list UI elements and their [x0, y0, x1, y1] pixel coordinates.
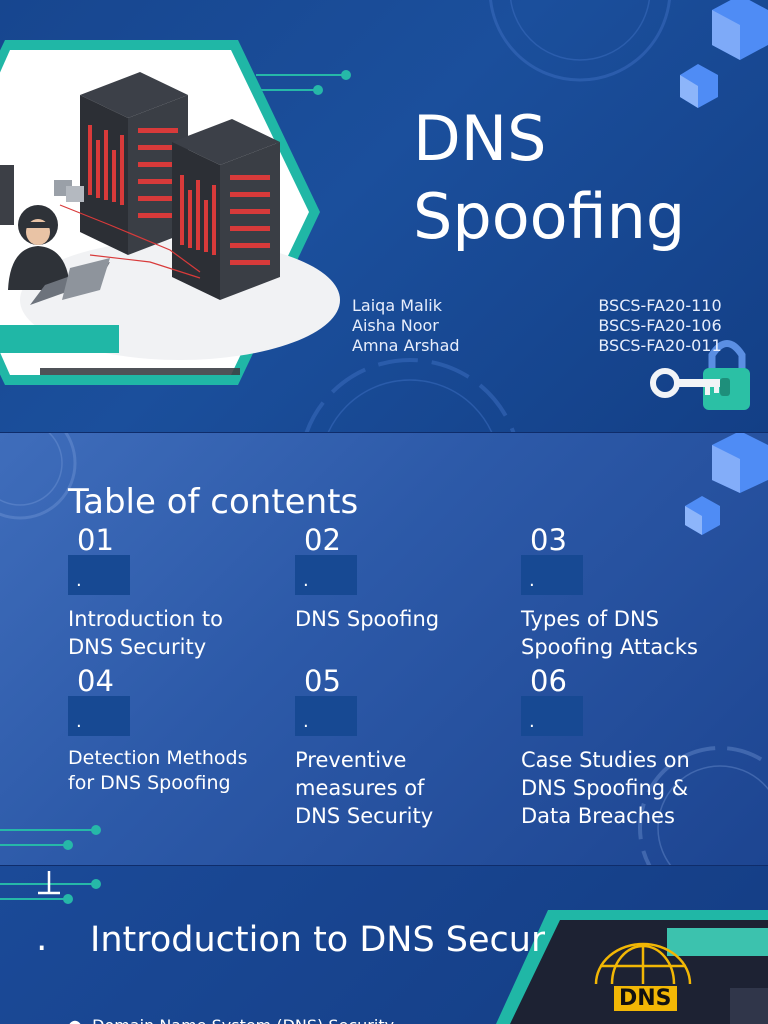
toc-label: DNS Spoofing	[295, 607, 440, 631]
toc-item-01[interactable]: 01 . Introduction to DNS Security	[68, 523, 268, 661]
author-names: Laiqa Malik Aisha Noor Amna Arshad	[352, 296, 460, 356]
toc-label: Case Studies on DNS Spoofing & Data Brea…	[521, 748, 690, 828]
section-title: Introduction to DNS Security	[90, 920, 545, 960]
toc-label: Detection Methods for DNS Spoofing	[68, 747, 248, 794]
dns-badge: DNS	[614, 986, 677, 1011]
server-rack-icon	[80, 72, 188, 255]
author-ids: BSCS-FA20-110 BSCS-FA20-106 BSCS-FA20-01…	[590, 296, 730, 356]
bullet-text: Domain Name System (DNS) Security	[92, 1016, 394, 1024]
title-slide-decoration	[0, 0, 768, 432]
toc-number-box: .	[295, 555, 357, 595]
author-id: BSCS-FA20-110	[598, 296, 722, 315]
title-line-2: Spoofing	[413, 180, 686, 253]
toc-label: Preventive measures of DNS Security	[295, 748, 434, 828]
toc-number: 01	[77, 523, 114, 557]
globe-icon	[594, 942, 692, 1024]
toc-item-02[interactable]: 02 . DNS Spoofing	[295, 523, 495, 633]
hacker-icon	[8, 205, 110, 305]
table-of-contents-slide: Table of contents 01 . Introduction to D…	[0, 433, 768, 865]
toc-heading: Table of contents	[68, 482, 359, 522]
toc-label: Introduction to DNS Security	[68, 607, 223, 659]
toc-item-06[interactable]: 06 . Case Studies on DNS Spoofing & Data…	[521, 664, 711, 830]
toc-number-box: .	[68, 555, 130, 595]
presentation-title: DNS Spoofing	[413, 100, 685, 256]
toc-label: Types of DNS Spoofing Attacks	[521, 607, 698, 659]
intro-bullet: ● Domain Name System (DNS) Security	[68, 1016, 448, 1024]
toc-number: 02	[304, 523, 341, 557]
author-name: Laiqa Malik	[352, 296, 442, 315]
title-slide: DNS Spoofing Laiqa Malik Aisha Noor Amna…	[0, 0, 768, 432]
toc-number: 05	[304, 664, 341, 698]
introduction-slide: DNS . Introduction to DNS Security ● Dom…	[0, 866, 768, 1024]
title-line-1: DNS	[413, 102, 547, 175]
author-name: Amna Arshad	[352, 336, 460, 355]
toc-number-box: .	[521, 555, 583, 595]
toc-number-box: .	[521, 696, 583, 736]
cube-icon	[680, 0, 768, 108]
author-id: BSCS-FA20-106	[598, 316, 722, 335]
toc-number-box: .	[295, 696, 357, 736]
toc-number: 03	[530, 523, 567, 557]
toc-number: 04	[77, 664, 114, 698]
toc-decoration	[0, 433, 768, 865]
toc-item-04[interactable]: 04 . Detection Methods for DNS Spoofing	[68, 664, 248, 796]
toc-number: 06	[530, 664, 567, 698]
intro-decoration	[0, 871, 768, 1024]
author-id: BSCS-FA20-011	[598, 336, 722, 355]
toc-number-box: .	[68, 696, 130, 736]
author-name: Aisha Noor	[352, 316, 439, 335]
bullet-marker: ●	[68, 1016, 92, 1024]
toc-item-05[interactable]: 05 . Preventive measures of DNS Security	[295, 664, 475, 830]
toc-item-03[interactable]: 03 . Types of DNS Spoofing Attacks	[521, 523, 711, 661]
section-dot: .	[36, 918, 48, 959]
key-lock-icon	[650, 340, 750, 410]
cube-icon	[685, 433, 768, 535]
